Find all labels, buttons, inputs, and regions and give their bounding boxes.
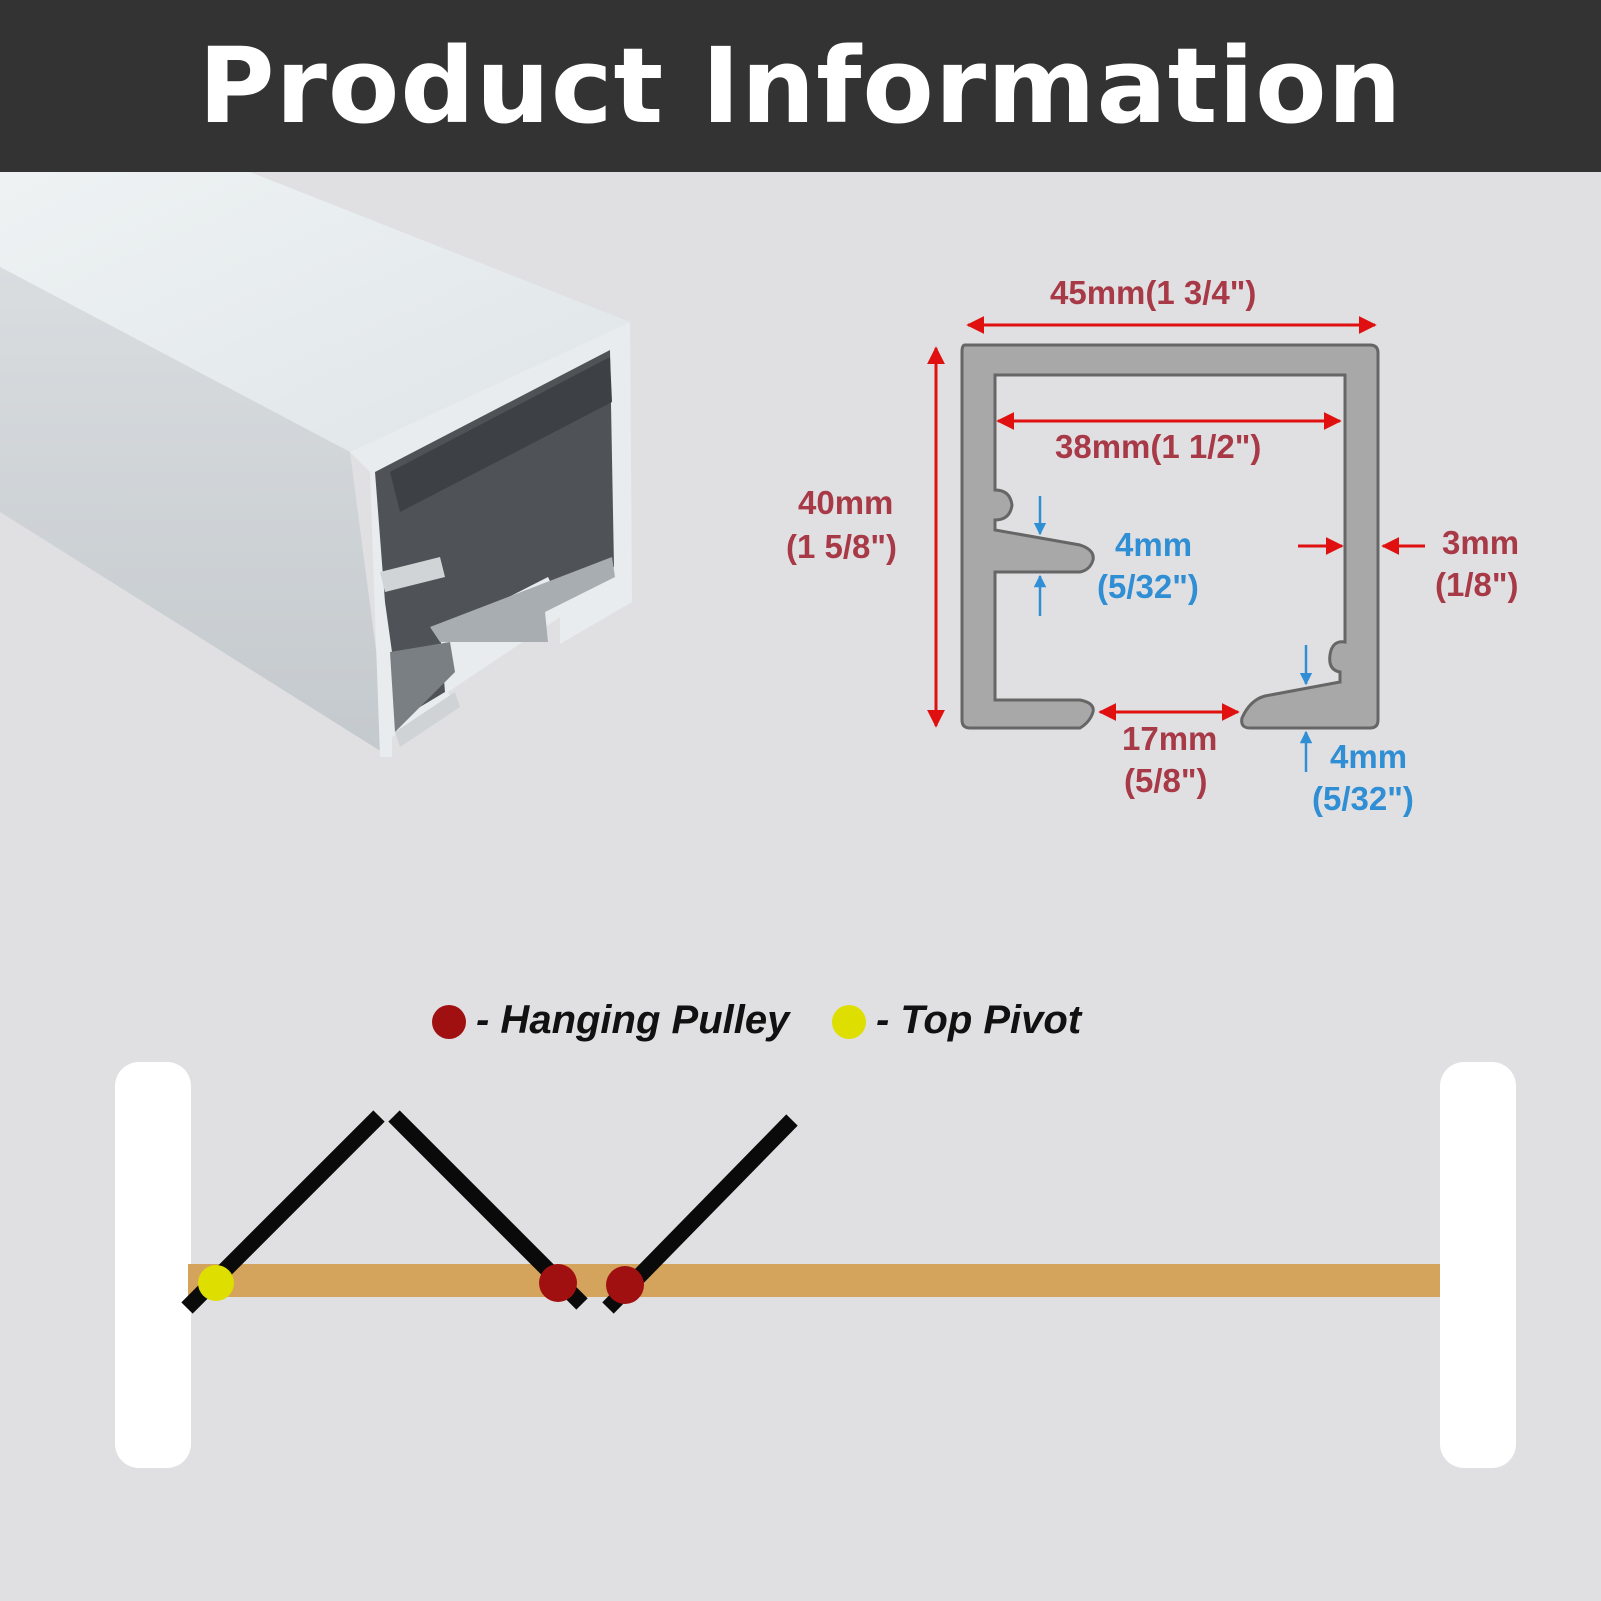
track-bar [188,1264,1440,1297]
wall-label-mm: 3mm [1442,524,1520,561]
height-label-in: (1 5/8") [786,528,898,565]
pulley-legend-label: - Hanging Pulley [476,998,790,1042]
inner-width-label: 38mm(1 1/2") [1055,428,1262,465]
profile-shape [960,343,1380,730]
lip-label-mm: 4mm [1330,738,1408,775]
right-wall [1440,1062,1516,1468]
pivot-legend-label: - Top Pivot [876,998,1082,1042]
hanging-pulley-marker-1 [539,1264,577,1302]
tab-label-mm: 4mm [1115,526,1193,563]
pulley-legend-dot [432,1005,466,1039]
lip-label-in: (5/32") [1312,780,1414,817]
tab-label-in: (5/32") [1097,568,1199,605]
header-bar: Product Information [0,0,1601,172]
hanging-pulley-marker-2 [606,1266,644,1304]
opening-label-in: (5/8") [1124,762,1208,799]
page-title: Product Information [198,25,1403,147]
track-product-image [0,172,632,757]
left-wall [115,1062,191,1468]
wall-label-in: (1/8") [1435,566,1519,603]
height-label-mm: 40mm [798,484,894,521]
opening-label-mm: 17mm [1122,720,1218,757]
top-pivot-marker [198,1265,234,1301]
outer-width-label: 45mm(1 3/4") [1050,274,1257,311]
pivot-legend-dot [832,1005,866,1039]
